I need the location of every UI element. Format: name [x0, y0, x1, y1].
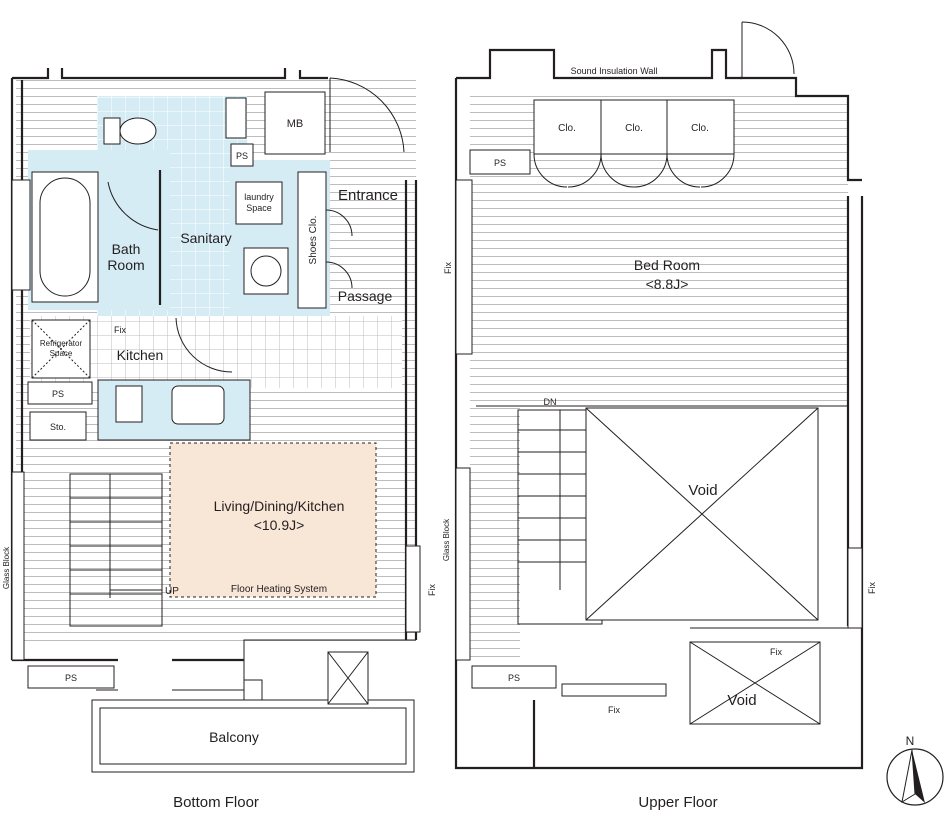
refrigerator-cross [31, 319, 91, 379]
balcony-inner [99, 707, 407, 765]
upper-floor-caption: Upper Floor [638, 794, 717, 811]
shoes-closet-box [297, 171, 327, 309]
mb-label: MB [287, 118, 304, 130]
ldk-label-line1: Living/Dining/Kitchen [214, 498, 345, 514]
void-small-label: Void [727, 692, 756, 709]
kitchen-grid [30, 316, 402, 388]
upper-top-right-wall [740, 76, 862, 182]
ldk-label-line2: <10.9J> [254, 517, 305, 533]
sound-insulation-label: Sound Insulation Wall [571, 66, 658, 76]
fix-upper-bottom-label: Fix [608, 705, 620, 715]
bath-label-line2: Room [107, 257, 144, 273]
bath-label-line1: Bath [112, 241, 141, 257]
void-main-label: Void [688, 482, 717, 499]
bottom-floor-plan [10, 68, 421, 773]
closet-door-arcs [533, 153, 735, 188]
entrance-door-arc [329, 77, 405, 153]
bathtub-icon [39, 177, 91, 297]
bottom-floor-caption: Bottom Floor [173, 794, 259, 811]
dn-label: DN [544, 397, 557, 407]
toilet-tank [103, 117, 121, 145]
bottom-floor-labels: MB PS laundry Space Entrance Bath Room S… [2, 118, 437, 811]
bedroom-label-line1: Bed Room [634, 257, 700, 273]
fix-upper-top-label: Fix [770, 647, 782, 657]
closet-2-label: Clo. [625, 123, 643, 134]
storage-box [29, 411, 87, 441]
sanitary-sink-box [225, 97, 247, 139]
laundry-label-line1: laundry [244, 192, 274, 202]
fix-window-upper-left [455, 179, 473, 355]
up-label: UP [165, 586, 179, 597]
ps-top-box [230, 143, 254, 167]
bath-door-arc [107, 181, 159, 231]
floor-heating-label: Floor Heating System [231, 584, 327, 595]
sink-icon [171, 385, 225, 425]
entrance-label: Entrance [338, 187, 398, 204]
ps-bottom-label: PS [65, 673, 77, 683]
refrigerator-label-line2: Space [50, 349, 73, 358]
bedroom-label-line2: <8.8J> [646, 276, 689, 292]
glass-block-left [11, 471, 25, 661]
storage-label: Sto. [50, 422, 66, 432]
shoes-closet-label: Shoes Clo. [308, 216, 319, 265]
ps-upper-top-label: PS [494, 158, 506, 168]
fix-upper-left-label: Fix [443, 262, 453, 274]
upper-stair-treads [518, 410, 587, 590]
mb-box [264, 91, 326, 155]
closet-block [533, 99, 735, 155]
laundry-label-line2: Space [246, 203, 272, 213]
upper-left-floor-lines [470, 406, 520, 662]
bottom-stairs [69, 473, 163, 627]
ps-upper-bottom-label: PS [508, 673, 520, 683]
bath-room-box [31, 171, 99, 303]
balcony-label: Balcony [209, 729, 259, 745]
closet-1-label: Clo. [558, 123, 576, 134]
upper-top-wall [456, 48, 742, 80]
fix-window-upper-right [847, 547, 863, 629]
compass-north-label: N [906, 734, 915, 748]
fix-window-upper-bottom [561, 683, 667, 697]
void-small-cross [689, 641, 821, 725]
floor-heating-area [169, 442, 377, 598]
fix-kitchen-label: Fix [114, 325, 126, 335]
outdoor-unit-icon [243, 679, 263, 701]
fix-upper-right-label: Fix [867, 582, 877, 594]
closet-3-label: Clo. [691, 123, 709, 134]
compass-needle-icon [912, 750, 925, 803]
glass-block-upper [455, 467, 471, 661]
passage-label: Passage [338, 288, 393, 304]
ps-upper-top-box [469, 149, 531, 175]
refrigerator-label-line1: Refrigerator [40, 339, 83, 348]
laundry-space-box [235, 181, 283, 225]
stove-icon [115, 385, 143, 423]
ps-kitchen-label: PS [52, 389, 64, 399]
ps-upper-bottom-box [471, 665, 557, 689]
sanitary-label: Sanitary [180, 230, 231, 246]
upper-floor-labels: Sound Insulation Wall Clo. Clo. Clo. PS … [442, 66, 877, 811]
fix-window-right [405, 545, 421, 633]
wash-basin-icon [250, 255, 282, 287]
kitchen-door-arc [175, 317, 233, 373]
balcony-hatch-cross [327, 651, 369, 705]
upper-door-arc [741, 21, 795, 75]
void-main-cross [585, 407, 819, 621]
ps-top-label: PS [236, 151, 248, 161]
glass-block-upper-label: Glass Block [442, 518, 451, 561]
shoes-closet-door-arcs [325, 209, 353, 289]
upper-floor-plan [454, 21, 864, 770]
bath-window [11, 179, 31, 291]
stair-treads [70, 474, 162, 598]
ps-kitchen-box [27, 381, 93, 405]
bottom-top-wall [12, 68, 328, 80]
glass-block-left-label: Glass Block [2, 546, 11, 589]
compass: N [886, 734, 944, 806]
bottom-lower-wall-inner [96, 639, 416, 691]
fix-right-label: Fix [427, 584, 437, 596]
ps-bottom-box [27, 665, 115, 689]
toilet-icon [119, 117, 157, 145]
kitchen-label: Kitchen [117, 347, 164, 363]
